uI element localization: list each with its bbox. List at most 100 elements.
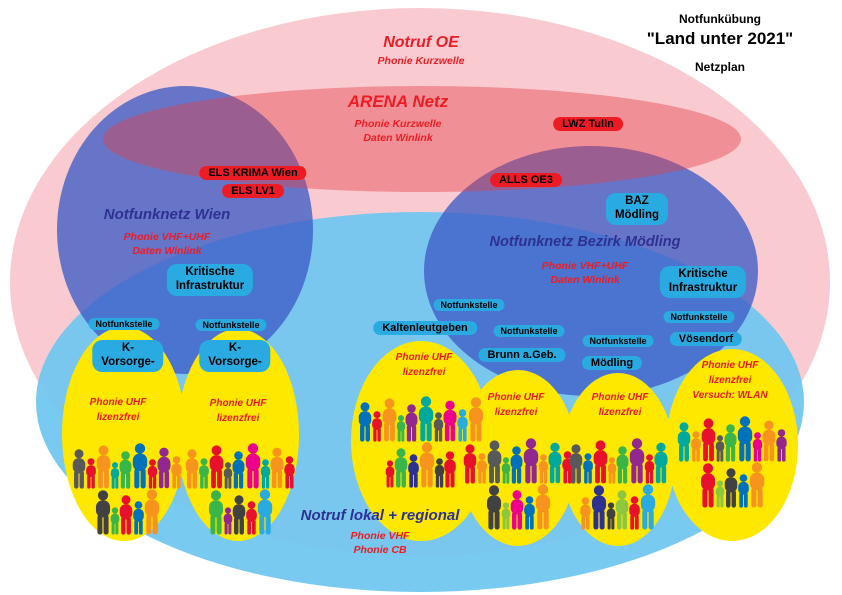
person-icon bbox=[443, 400, 457, 442]
person-icon bbox=[405, 404, 418, 442]
uhf-label-2: Phonie UHF lizenzfrei bbox=[210, 396, 267, 426]
person-icon bbox=[523, 496, 535, 530]
person-icon bbox=[95, 490, 110, 535]
uhf-label-voesendorf: Phonie UHF lizenzfrei Versuch: WLAN bbox=[692, 358, 767, 403]
person-icon bbox=[487, 440, 502, 484]
person-icon bbox=[284, 456, 295, 489]
person-icon bbox=[724, 424, 737, 462]
person-icon bbox=[245, 501, 257, 535]
els-lv1-badge: ELS LV1 bbox=[222, 184, 284, 198]
notfunkstelle-badge-3: Notfunkstelle bbox=[433, 299, 505, 311]
arena-mode-1: Phonie Kurzwelle bbox=[354, 118, 442, 130]
uhf-mode: Phonie UHF bbox=[487, 392, 545, 403]
uhf-mode: Phonie UHF bbox=[209, 398, 267, 409]
lokal-mode-2: Phonie CB bbox=[353, 544, 407, 556]
bezirk-moedling-mode-1: Phonie VHF+UHF bbox=[541, 260, 629, 272]
person-icon bbox=[385, 460, 395, 488]
person-icon bbox=[372, 411, 382, 442]
people-crowd-1 bbox=[72, 443, 182, 535]
person-icon bbox=[444, 451, 456, 488]
kritische-line2: Infrastruktur bbox=[175, 279, 245, 292]
wien-mode-1: Phonie VHF+UHF bbox=[123, 231, 211, 243]
bezirk-moedling-mode-2: Daten Winlink bbox=[550, 274, 620, 286]
uhf-license: lizenzfrei bbox=[216, 413, 260, 424]
person-icon bbox=[501, 457, 511, 484]
lwz-tulln-badge: LWZ Tulln bbox=[553, 117, 623, 131]
uhf-license: lizenzfrei bbox=[598, 407, 642, 418]
person-icon bbox=[737, 474, 749, 508]
notruf-oe-title: Notruf OE bbox=[383, 34, 459, 51]
k-vorsorge-badge-1: K- Vorsorge- bbox=[92, 340, 164, 372]
person-icon bbox=[232, 495, 245, 535]
person-icon bbox=[486, 485, 501, 530]
person-icon bbox=[580, 497, 591, 530]
uhf-mode: Phonie UHF bbox=[591, 392, 649, 403]
kaltenleutgeben-badge: Kaltenleutgeben bbox=[373, 321, 477, 335]
people-crowd-voesendorf bbox=[674, 416, 790, 508]
exercise-title: "Land unter 2021" bbox=[646, 29, 794, 48]
baz-moedling-badge: BAZ Mödling bbox=[605, 193, 669, 225]
person-icon bbox=[752, 432, 763, 462]
uhf-label-1: Phonie UHF lizenzfrei bbox=[90, 395, 147, 425]
person-icon bbox=[157, 447, 171, 489]
person-icon bbox=[468, 397, 484, 442]
person-icon bbox=[523, 438, 539, 484]
person-icon bbox=[569, 444, 582, 484]
person-icon bbox=[629, 496, 640, 530]
person-icon bbox=[501, 502, 510, 530]
person-icon bbox=[691, 431, 701, 462]
person-icon bbox=[737, 416, 753, 462]
person-icon bbox=[358, 402, 372, 442]
person-icon bbox=[607, 457, 616, 484]
person-icon bbox=[96, 445, 111, 489]
person-icon bbox=[724, 468, 737, 508]
lokal-mode-1: Phonie VHF bbox=[350, 530, 410, 542]
person-icon bbox=[762, 420, 776, 462]
k-vorsorge-line2: Vorsorge- bbox=[208, 355, 262, 368]
kritische-line1: Kritische bbox=[185, 266, 235, 278]
uhf-license: lizenzfrei bbox=[402, 367, 446, 378]
person-icon bbox=[419, 442, 435, 488]
person-icon bbox=[396, 415, 406, 442]
wien-mode-2: Daten Winlink bbox=[132, 245, 202, 257]
person-icon bbox=[86, 458, 96, 489]
alls-oe3-badge: ALLS OE3 bbox=[490, 173, 562, 187]
people-crowd-brunn bbox=[462, 438, 574, 530]
person-icon bbox=[132, 443, 148, 489]
person-icon bbox=[418, 396, 434, 442]
lokal-title: Notruf lokal + regional bbox=[300, 507, 460, 524]
person-icon bbox=[434, 458, 445, 488]
plan-label: Netzplan bbox=[694, 60, 745, 74]
person-icon bbox=[616, 446, 628, 484]
uhf-label-4: Phonie UHF lizenzfrei bbox=[488, 390, 545, 420]
arena-label-group: ARENA Netz Phonie Kurzwelle Daten Winlin… bbox=[348, 92, 448, 145]
person-icon bbox=[382, 398, 397, 442]
person-icon bbox=[72, 449, 86, 489]
person-icon bbox=[110, 507, 119, 535]
notfunkstelle-badge-6: Notfunkstelle bbox=[663, 311, 735, 323]
person-icon bbox=[119, 495, 132, 535]
people-crowd-kaltenleutgeben bbox=[357, 396, 485, 488]
person-icon bbox=[510, 446, 523, 484]
person-icon bbox=[548, 442, 562, 484]
els-krima-wien-badge: ELS KRIMA Wien bbox=[199, 166, 307, 180]
person-icon bbox=[408, 454, 419, 488]
person-icon bbox=[257, 489, 272, 535]
notfunkstelle-badge-2: Notfunkstelle bbox=[195, 319, 267, 331]
kritische-infrastruktur-moedling-badge: Kritische Infrastruktur bbox=[659, 266, 747, 298]
kritische-line2: Infrastruktur bbox=[668, 281, 738, 294]
uhf-license: lizenzfrei bbox=[708, 375, 752, 386]
uhf-label-3: Phonie UHF lizenzfrei bbox=[396, 350, 453, 380]
exercise-header: Notfunkübung "Land unter 2021" Netzplan bbox=[628, 12, 812, 74]
voesendorf-badge: Vösendorf bbox=[669, 332, 743, 346]
notruf-oe-label-group: Notruf OE Phonie Kurzwelle bbox=[378, 34, 465, 68]
k-vorsorge-line1: K- bbox=[228, 342, 242, 354]
bezirk-moedling-title: Notfunknetz Bezirk Mödling bbox=[489, 234, 681, 250]
person-icon bbox=[110, 462, 120, 489]
uhf-license: lizenzfrei bbox=[494, 407, 538, 418]
person-icon bbox=[715, 480, 724, 508]
person-icon bbox=[606, 502, 616, 530]
uhf-mode: Phonie UHF bbox=[395, 352, 453, 363]
person-icon bbox=[185, 449, 199, 489]
